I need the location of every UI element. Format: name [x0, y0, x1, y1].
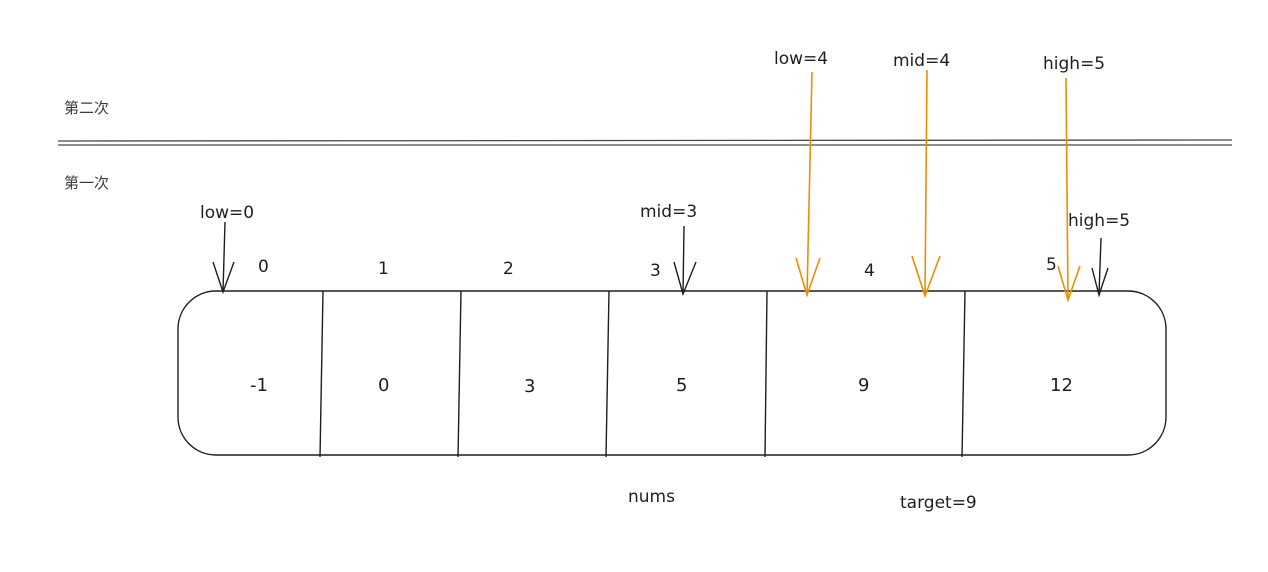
- first-mid-arrow-icon: [673, 225, 697, 297]
- array-index: 4: [864, 261, 875, 281]
- second-low-arrow-icon: [795, 71, 821, 298]
- cell-divider: [764, 290, 768, 458]
- second-mid-label: mid=4: [893, 51, 950, 71]
- cell-divider: [457, 290, 462, 458]
- array-index: 3: [650, 261, 661, 281]
- array-value: 3: [524, 376, 535, 397]
- second-high-label: high=5: [1043, 54, 1105, 74]
- first-mid-label: mid=3: [640, 202, 697, 222]
- first-high-arrow-icon: [1091, 237, 1109, 298]
- first-low-label: low=0: [200, 203, 254, 223]
- array-index: 0: [258, 257, 269, 277]
- array-index: 2: [503, 259, 514, 279]
- second-round-pointers: low=4 mid=4 high=5: [774, 49, 1105, 303]
- array-index: 5: [1046, 255, 1057, 275]
- second-round-label: 第二次: [64, 99, 109, 117]
- array-values: -1 0 3 5 9 12: [250, 375, 1073, 397]
- cell-divider: [605, 290, 610, 458]
- first-round-pointers: low=0 mid=3 high=5: [200, 202, 1130, 298]
- first-round-label: 第一次: [64, 174, 109, 192]
- array-indices: 0 1 2 3 4 5: [258, 255, 1057, 281]
- array-name-label: nums: [628, 487, 675, 507]
- first-low-arrow-icon: [212, 221, 235, 295]
- cell-divider: [319, 290, 324, 458]
- cell-dividers: [319, 290, 966, 458]
- array-value: 5: [676, 375, 687, 396]
- array-value: 12: [1050, 375, 1073, 396]
- target-label: target=9: [900, 493, 977, 513]
- array-index: 1: [378, 259, 389, 279]
- round-divider: [57, 139, 1233, 146]
- array-value: -1: [250, 375, 268, 396]
- array-box: [177, 290, 1167, 456]
- cell-divider: [961, 290, 966, 458]
- second-high-arrow-icon: [1057, 77, 1081, 303]
- array-value: 9: [858, 375, 869, 396]
- second-mid-arrow-icon: [911, 69, 941, 299]
- first-high-label: high=5: [1068, 211, 1130, 231]
- second-low-label: low=4: [774, 49, 828, 69]
- array-value: 0: [378, 375, 389, 396]
